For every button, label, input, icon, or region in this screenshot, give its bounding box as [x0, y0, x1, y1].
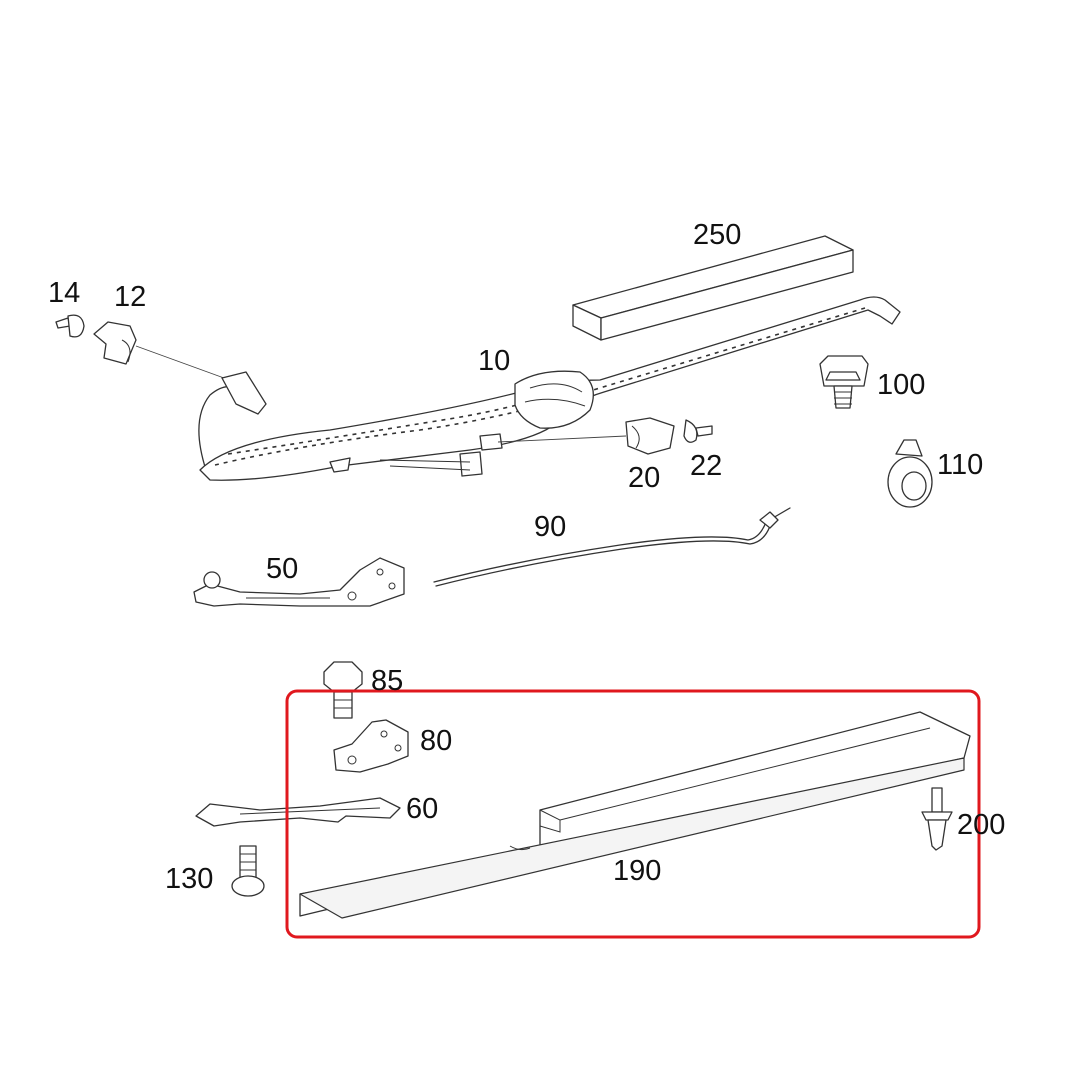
part-80-bracket[interactable]	[333, 719, 409, 773]
part-190-sill-trim[interactable]	[299, 711, 971, 919]
callout-10: 10	[478, 345, 510, 377]
part-12-connector[interactable]	[93, 321, 137, 365]
part-200-push-rivet[interactable]	[921, 787, 953, 851]
callout-200: 200	[957, 809, 1005, 841]
part-50-bracket-assembly[interactable]	[193, 557, 405, 607]
leader-line-20	[497, 435, 627, 443]
callout-12: 12	[114, 281, 146, 313]
part-130-bolt[interactable]	[231, 845, 265, 897]
callout-190: 190	[613, 855, 661, 887]
callout-20: 20	[628, 462, 660, 494]
part-14-plug[interactable]	[55, 314, 85, 338]
part-110-ring-clamp[interactable]	[887, 439, 933, 508]
callout-130: 130	[165, 863, 213, 895]
part-90-cable[interactable]	[433, 507, 791, 587]
callout-110: 110	[937, 449, 983, 481]
callout-60: 60	[406, 793, 438, 825]
callout-80: 80	[420, 725, 452, 757]
part-250-foam-block[interactable]	[572, 235, 854, 341]
callout-22: 22	[690, 450, 722, 482]
callout-50: 50	[266, 553, 298, 585]
leader-line-12	[135, 345, 225, 379]
callout-14: 14	[48, 277, 80, 309]
highlight-box	[285, 689, 981, 939]
callout-85: 85	[371, 665, 403, 697]
part-60-strap[interactable]	[195, 797, 401, 827]
part-20-connector[interactable]	[625, 417, 675, 455]
callout-90: 90	[534, 511, 566, 543]
callout-250: 250	[693, 219, 741, 251]
part-22-plug[interactable]	[683, 419, 713, 443]
part-85-bolt[interactable]	[323, 661, 363, 719]
callout-100: 100	[877, 369, 925, 401]
part-100-clip[interactable]	[819, 355, 869, 409]
part-10-wiring-harness[interactable]	[198, 296, 901, 481]
